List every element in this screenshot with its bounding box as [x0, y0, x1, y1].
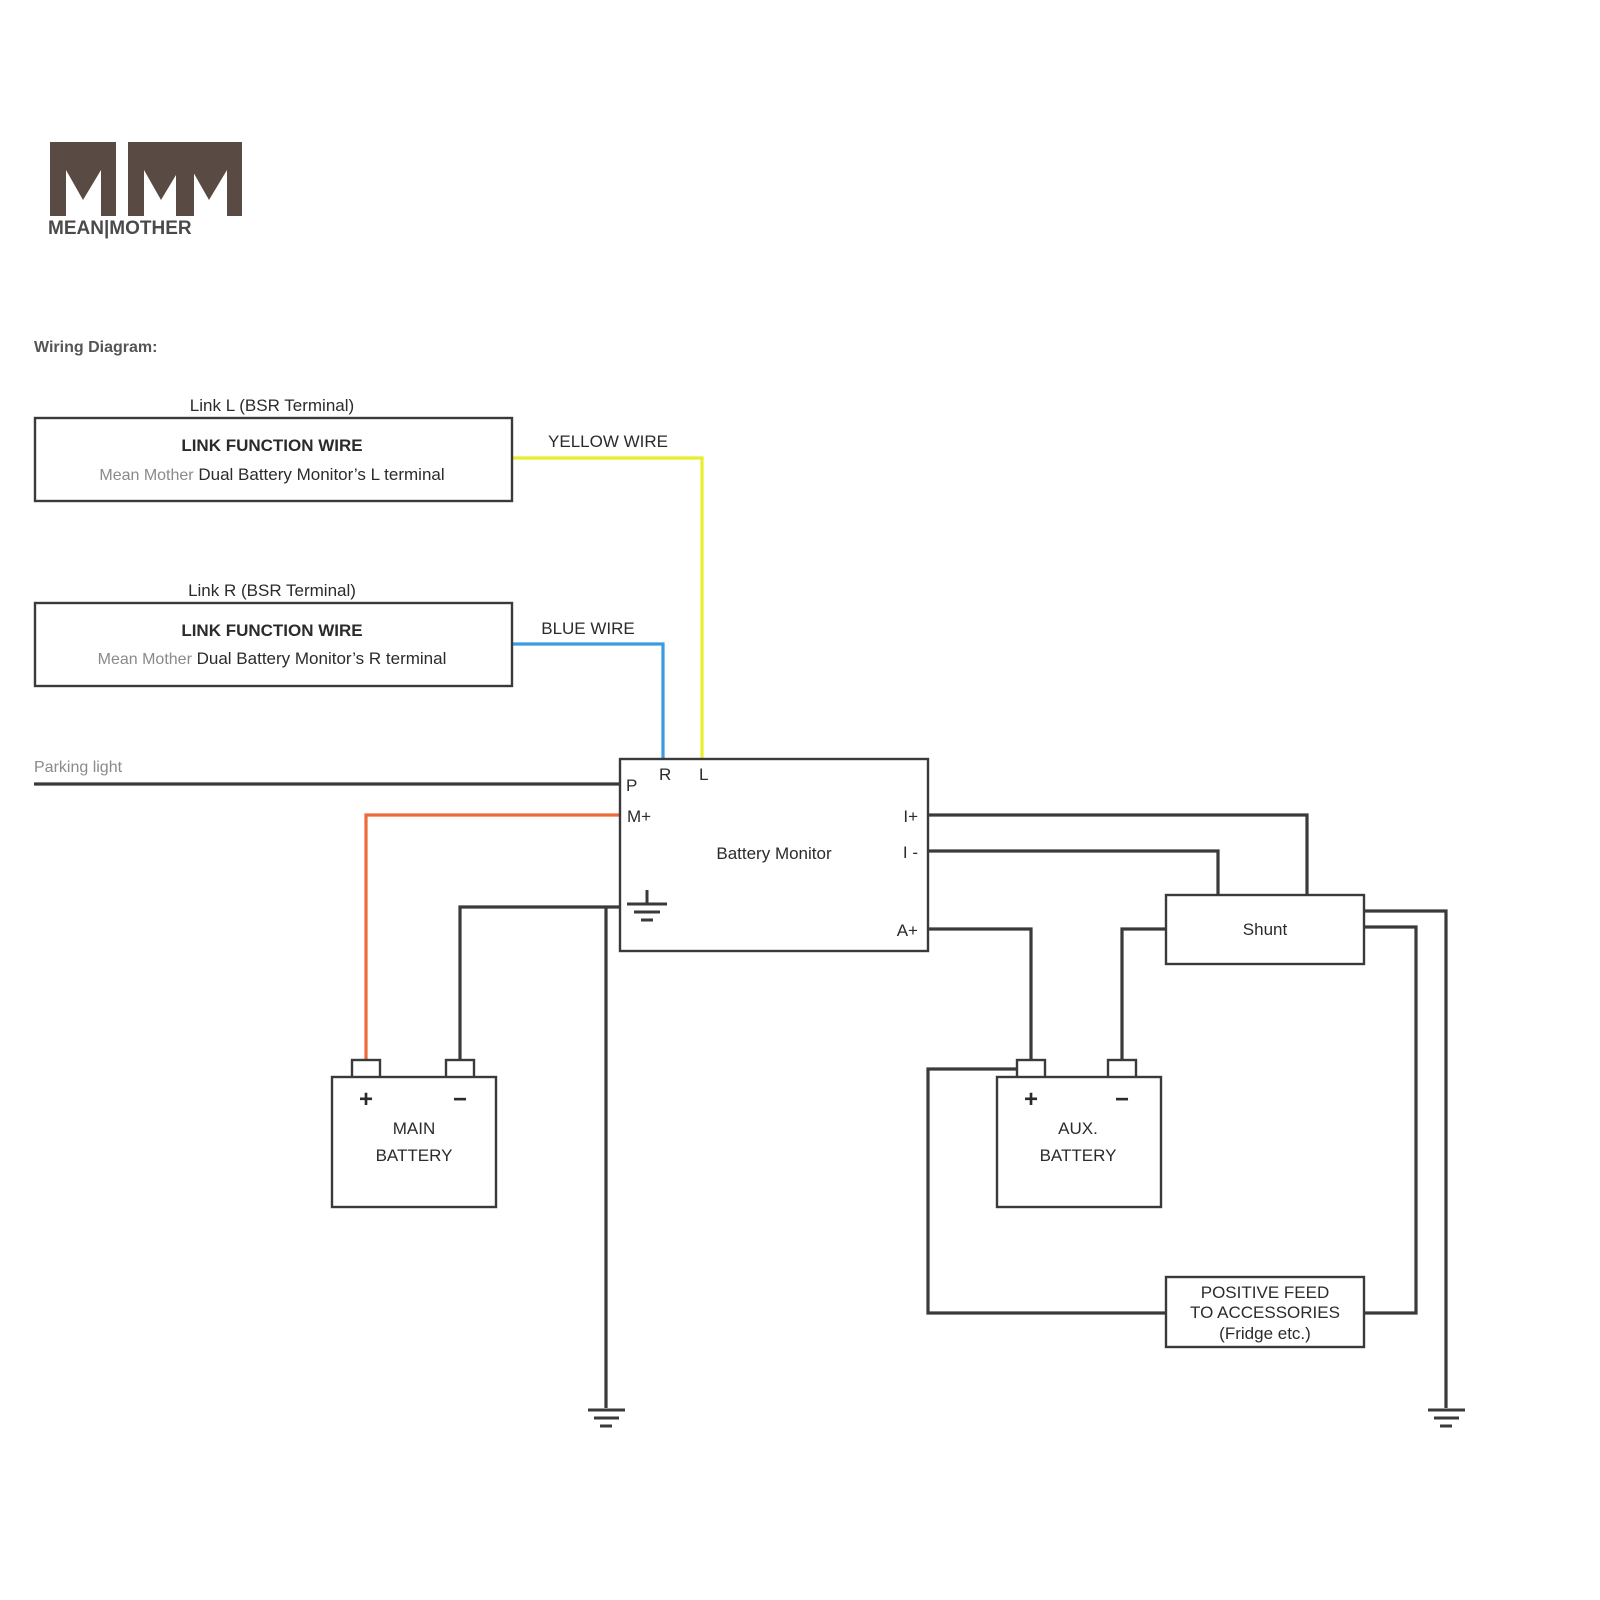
- link-r-box: [33, 601, 514, 688]
- link-r-caption: Link R (BSR Terminal): [188, 581, 356, 600]
- positive-feed-box: [1164, 1275, 1366, 1349]
- main-positive-wire: [364, 813, 620, 1062]
- diagram-heading: Wiring Diagram:: [34, 339, 157, 356]
- terminal-m-plus-label: M+: [627, 807, 651, 826]
- link-r-title: LINK FUNCTION WIRE: [181, 621, 362, 640]
- main-battery-negative-post: [444, 1058, 476, 1080]
- i-plus-wire: [928, 813, 1309, 895]
- positive-feed-line2: TO ACCESSORIES: [1190, 1303, 1340, 1322]
- yellow-wire-label: YELLOW WIRE: [548, 432, 668, 451]
- link-l-brand-faint: Mean Mother: [99, 467, 194, 484]
- a-plus-wire: [928, 927, 1033, 1062]
- i-minus-wire: [928, 849, 1220, 895]
- aux-battery-plus: +: [1024, 1086, 1038, 1113]
- link-r-desc-text: Dual Battery Monitor’s R terminal: [192, 649, 446, 668]
- terminal-l-label: L: [699, 765, 708, 784]
- link-l-box: [33, 416, 514, 503]
- main-negative-wire: [458, 905, 620, 1062]
- monitor-ground-icon: [627, 890, 667, 922]
- positive-feed-line3: (Fridge etc.): [1219, 1324, 1311, 1343]
- aux-positive-feed-wire: [926, 1067, 1166, 1315]
- aux-battery-positive-post: [1015, 1058, 1047, 1080]
- accessory-return-wire: [1364, 925, 1418, 1315]
- parking-light-label: Parking light: [34, 759, 123, 776]
- terminal-p-label: P: [626, 776, 637, 795]
- ground-symbol-left: [588, 1408, 625, 1428]
- blue-wire: [502, 642, 665, 759]
- aux-battery-label-line1: AUX.: [1058, 1119, 1098, 1138]
- link-r-brand-faint: Mean Mother: [98, 651, 193, 668]
- shunt-ground-wire: [1364, 909, 1448, 1408]
- terminal-i-minus-label: I -: [903, 843, 918, 862]
- ground-symbol-right: [1428, 1408, 1465, 1428]
- shunt-box: [1164, 893, 1366, 966]
- link-l-title: LINK FUNCTION WIRE: [181, 436, 362, 455]
- aux-battery-label-line2: BATTERY: [1040, 1146, 1117, 1165]
- main-battery-box: [330, 1075, 498, 1209]
- aux-battery: + − AUX. BATTERY: [995, 1058, 1163, 1209]
- mean-mother-logo: MEAN|MOTHER: [48, 142, 242, 239]
- logo-brand-text: MEAN|MOTHER: [48, 218, 192, 239]
- terminal-i-plus-label: I+: [903, 807, 918, 826]
- main-battery-label-line1: MAIN: [393, 1119, 436, 1138]
- battery-monitor-title: Battery Monitor: [716, 844, 832, 863]
- main-battery-positive-post: [350, 1058, 382, 1080]
- aux-battery-minus: −: [1115, 1086, 1129, 1113]
- main-battery: + − MAIN BATTERY: [330, 1058, 498, 1209]
- main-battery-label-line2: BATTERY: [376, 1146, 453, 1165]
- shunt-label: Shunt: [1243, 920, 1288, 939]
- aux-battery-negative-post: [1106, 1058, 1138, 1080]
- link-l-caption: Link L (BSR Terminal): [190, 396, 354, 415]
- battery-monitor-box: [618, 757, 930, 953]
- terminal-r-label: R: [659, 765, 671, 784]
- link-l-desc-text: Dual Battery Monitor’s L terminal: [194, 465, 445, 484]
- aux-negative-wire: [1120, 927, 1166, 1062]
- terminal-a-plus-label: A+: [897, 921, 918, 940]
- yellow-wire: [502, 456, 704, 759]
- link-r-description: Mean Mother Dual Battery Monitor’s R ter…: [98, 649, 447, 668]
- main-battery-plus: +: [359, 1086, 373, 1113]
- main-battery-minus: −: [453, 1086, 467, 1113]
- blue-wire-label: BLUE WIRE: [541, 619, 635, 638]
- positive-feed-line1: POSITIVE FEED: [1201, 1283, 1329, 1302]
- aux-battery-box: [995, 1075, 1163, 1209]
- link-l-description: Mean Mother Dual Battery Monitor’s L ter…: [99, 465, 444, 484]
